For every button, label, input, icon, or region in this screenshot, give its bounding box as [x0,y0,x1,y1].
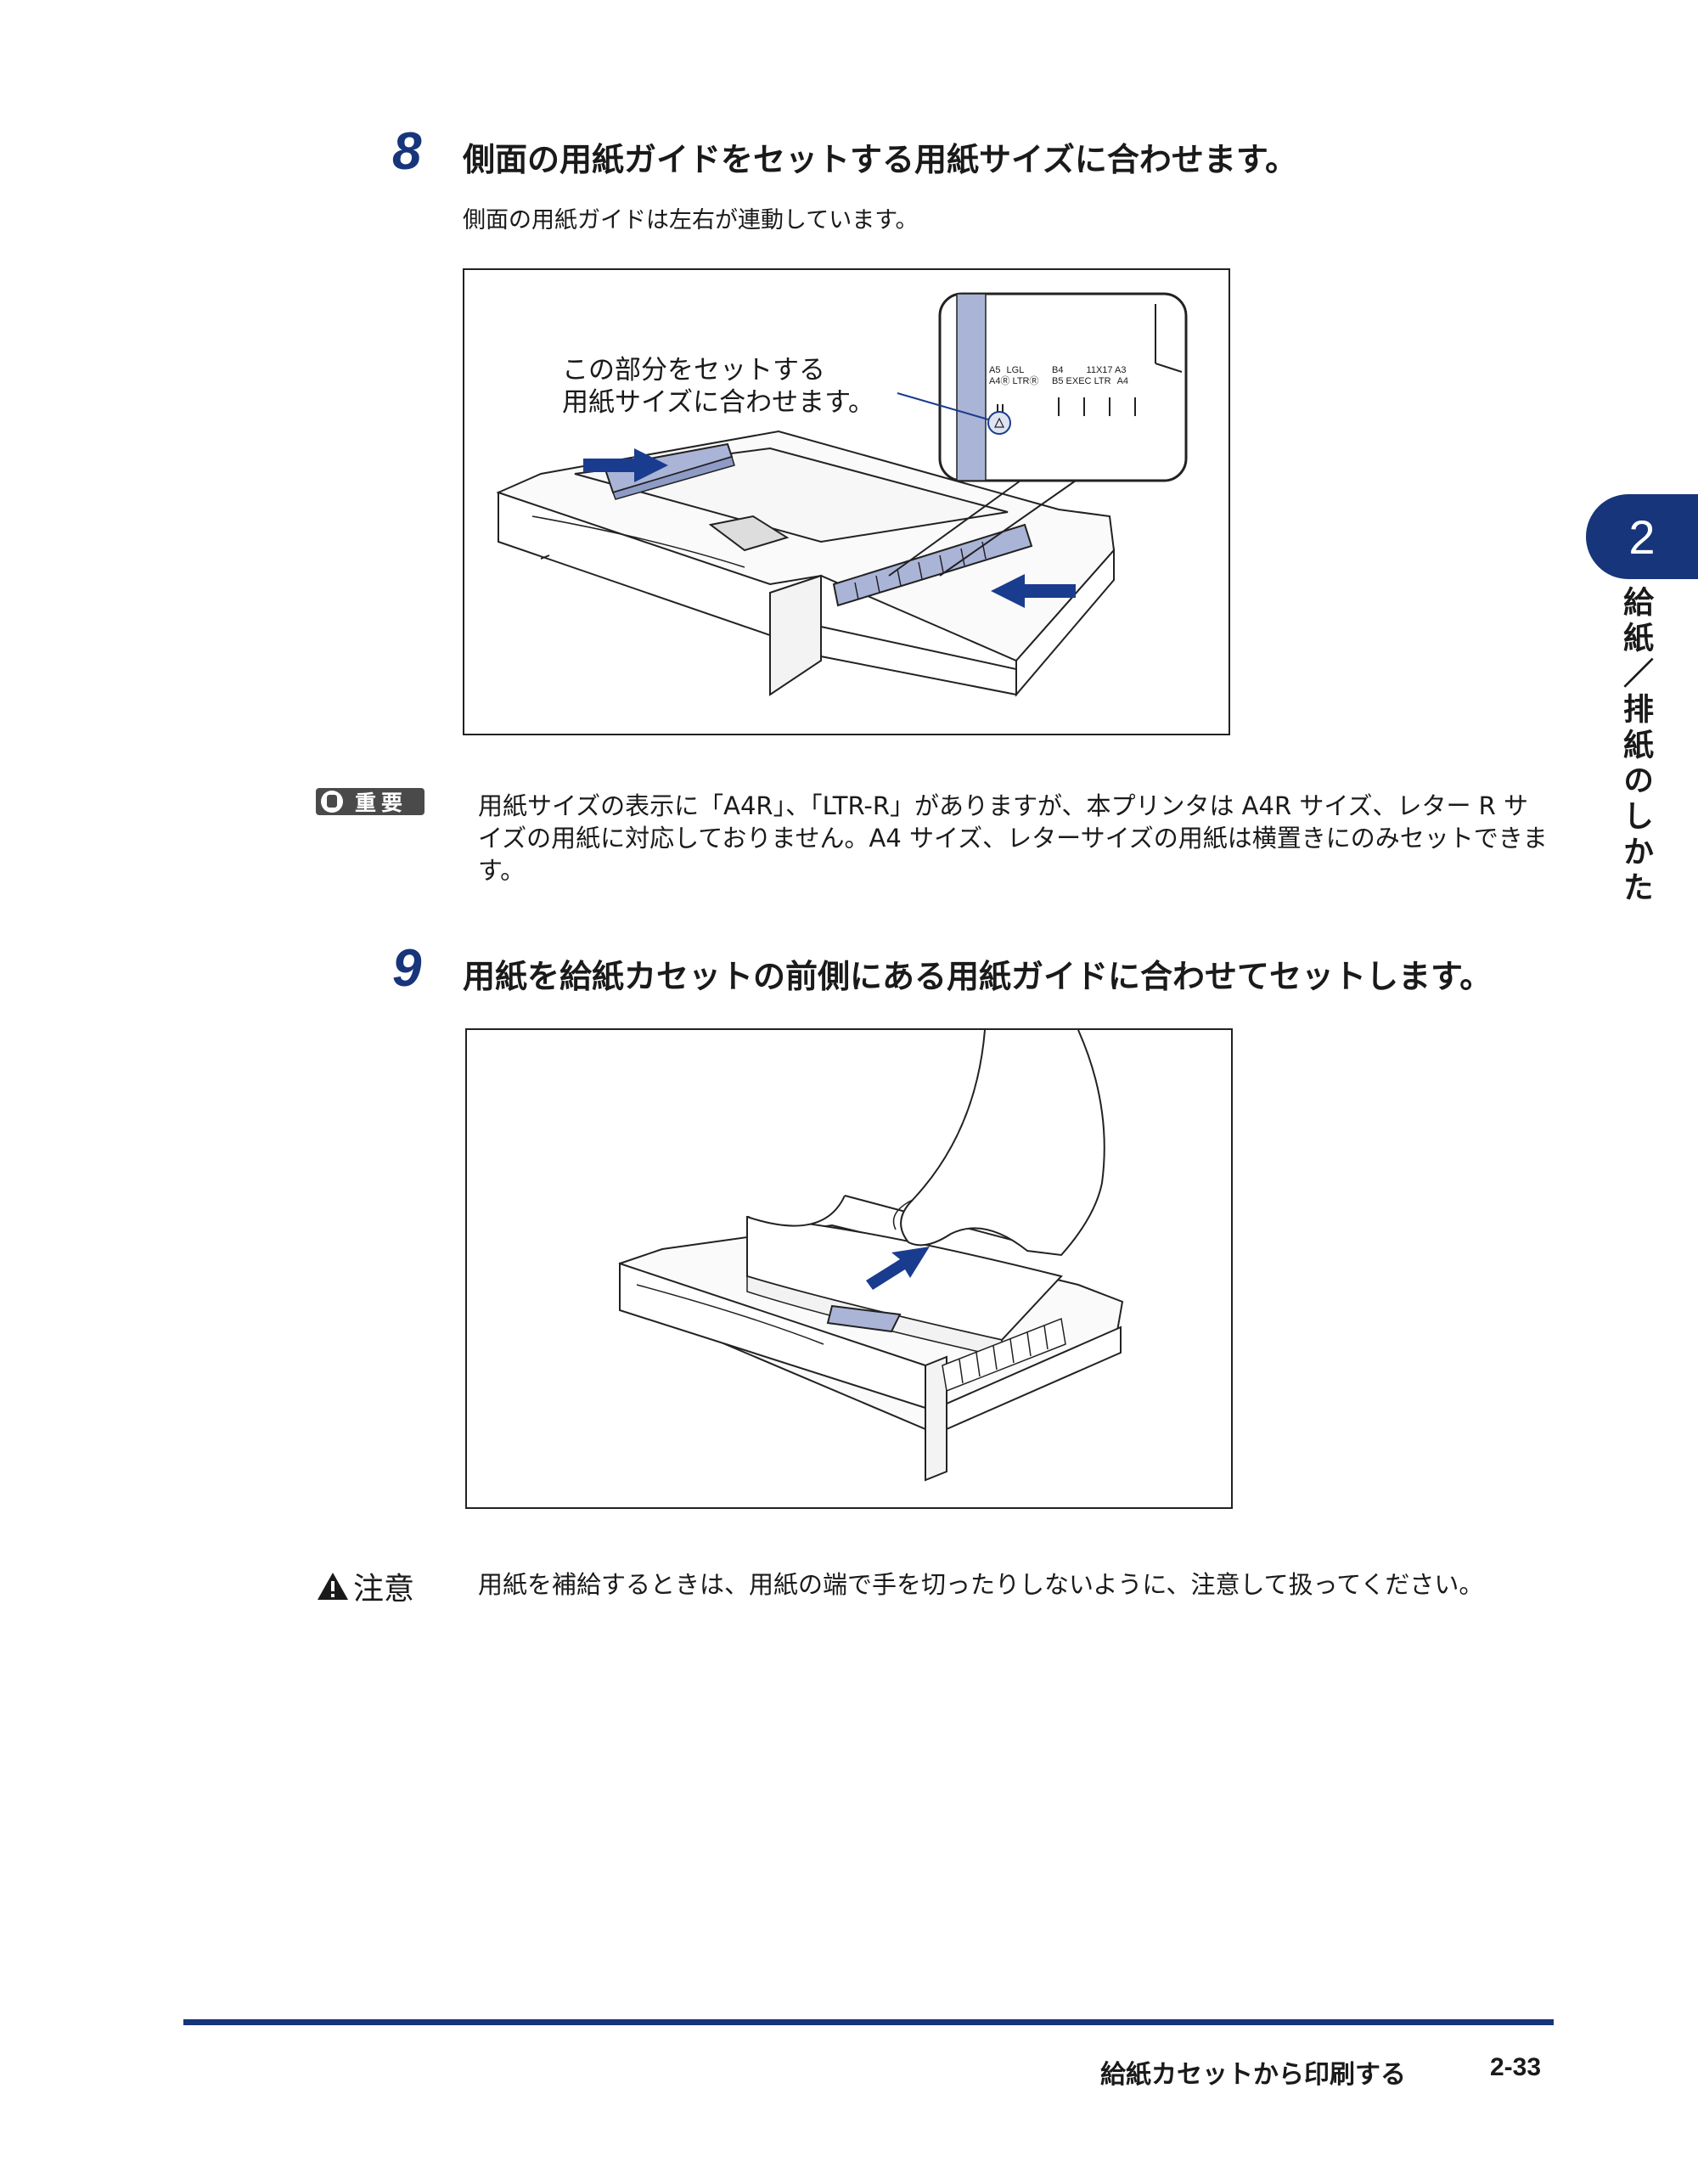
cassette-side-guide-illustration [496,292,1188,697]
figure-side-guides: この部分をセットする 用紙サイズに合わせます。 A5 LGL A4Ⓡ LTRⓇ … [463,268,1230,735]
footer-rule [183,2019,1554,2025]
hand-stop-icon [321,791,343,813]
caution-text: 用紙を補給するときは、用紙の端で手を切ったりしないように、注意して扱ってください… [478,1570,1484,1599]
scale-label-a5: A5 [989,365,1001,375]
footer-page-number: 2-33 [1490,2053,1542,2081]
step-8-number: 8 [392,122,422,181]
important-text: 用紙サイズの表示に「A4R」、「LTR-R」がありますが、本プリンタは A4R … [478,791,1548,885]
scale-label-a4: A4 [1116,376,1129,386]
chapter-tab-number: 2 [1586,494,1698,579]
scale-label-11x17: 11X17 [1086,365,1113,375]
scale-label-a4r: A4Ⓡ [989,376,1010,386]
step-9-number: 9 [392,939,422,998]
scale-label-a3: A3 [1114,365,1127,375]
chapter-tab-title: 給紙／排紙のしかた [1618,586,1653,907]
step-9-title: 用紙を給紙カセットの前側にある用紙ガイドに合わせてセットします。 [463,958,1493,995]
figure-load-paper [465,1028,1233,1509]
warning-triangle-icon [318,1573,348,1600]
callout-text-line1: この部分をセットする [562,355,825,386]
scale-label-lgl: LGL [1006,365,1025,375]
caution-label: 注意 [353,1572,415,1607]
scale-label-exec: EXEC [1065,376,1092,386]
important-badge: 重要 [316,788,424,815]
scale-label-b5: B5 [1052,376,1064,386]
step-8-title: 側面の用紙ガイドをセットする用紙サイズに合わせます。 [463,141,1298,178]
footer-section-title: 給紙カセットから印刷する [1100,2060,1406,2090]
scale-label-ltrr: LTRⓇ [1012,376,1039,386]
caution-label-group: 注意 [316,1564,414,1608]
load-paper-illustration [618,1029,1124,1482]
scale-label-ltr: LTR [1094,376,1111,386]
scale-label-b4: B4 [1052,365,1064,375]
step-8-subtitle: 側面の用紙ガイドは左右が連動しています。 [463,207,919,234]
callout-text-line2: 用紙サイズに合わせます。 [562,387,874,418]
important-label: 重要 [355,791,408,815]
